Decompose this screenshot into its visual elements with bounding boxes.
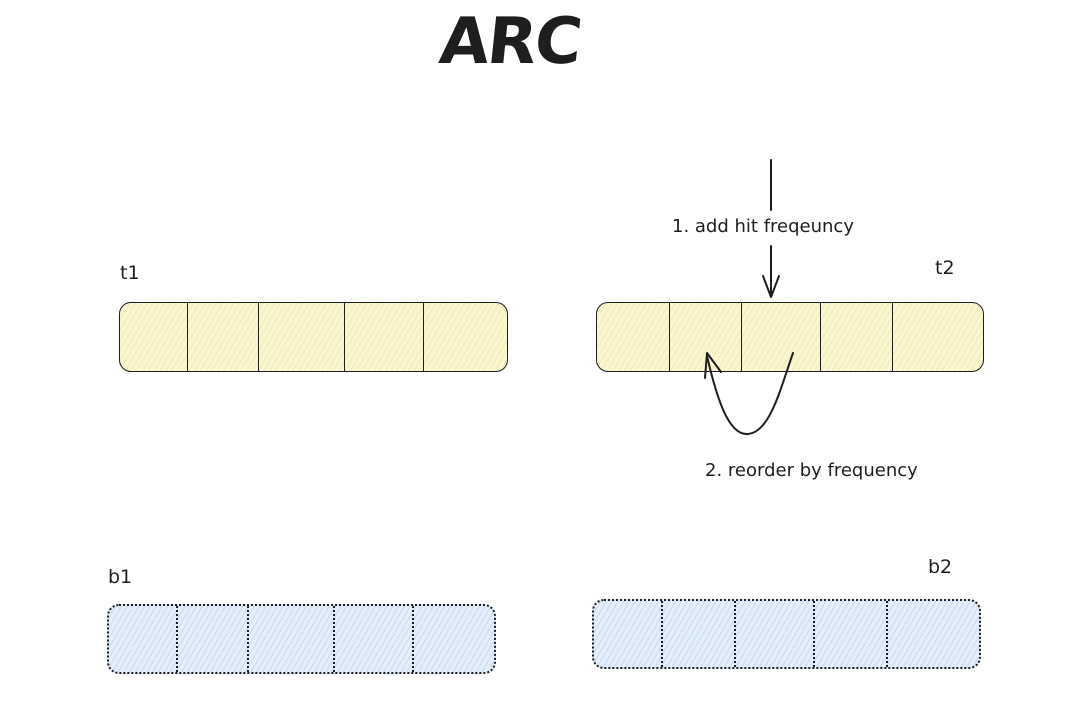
diagram-title: ARC — [436, 5, 584, 79]
b2-cell — [886, 601, 979, 667]
t2-cell — [597, 303, 669, 371]
b2-list — [592, 599, 981, 669]
b1-label: b1 — [108, 566, 133, 588]
b1-list — [107, 604, 496, 674]
t2-label: t2 — [935, 257, 955, 279]
t2-cell — [820, 303, 892, 371]
t2-cell — [741, 303, 820, 371]
b2-cell — [813, 601, 886, 667]
b1-cell — [247, 606, 333, 672]
t1-cell — [344, 303, 423, 371]
step2-annotation: 2. reorder by frequency — [705, 460, 918, 481]
b2-cell — [661, 601, 734, 667]
t1-cell — [258, 303, 344, 371]
b2-cell — [734, 601, 813, 667]
b1-cell — [109, 606, 176, 672]
b1-cell — [412, 606, 494, 672]
t2-cell — [892, 303, 983, 371]
t2-list — [596, 302, 984, 372]
b2-label: b2 — [928, 556, 953, 578]
b2-cell — [594, 601, 661, 667]
step1-annotation: 1. add hit freqeuncy — [672, 216, 854, 237]
t1-list — [119, 302, 508, 372]
t1-cell — [187, 303, 258, 371]
t1-label: t1 — [120, 262, 140, 284]
t1-cell — [423, 303, 507, 371]
t1-cell — [120, 303, 187, 371]
b1-cell — [176, 606, 247, 672]
b1-cell — [333, 606, 412, 672]
t2-cell — [669, 303, 741, 371]
